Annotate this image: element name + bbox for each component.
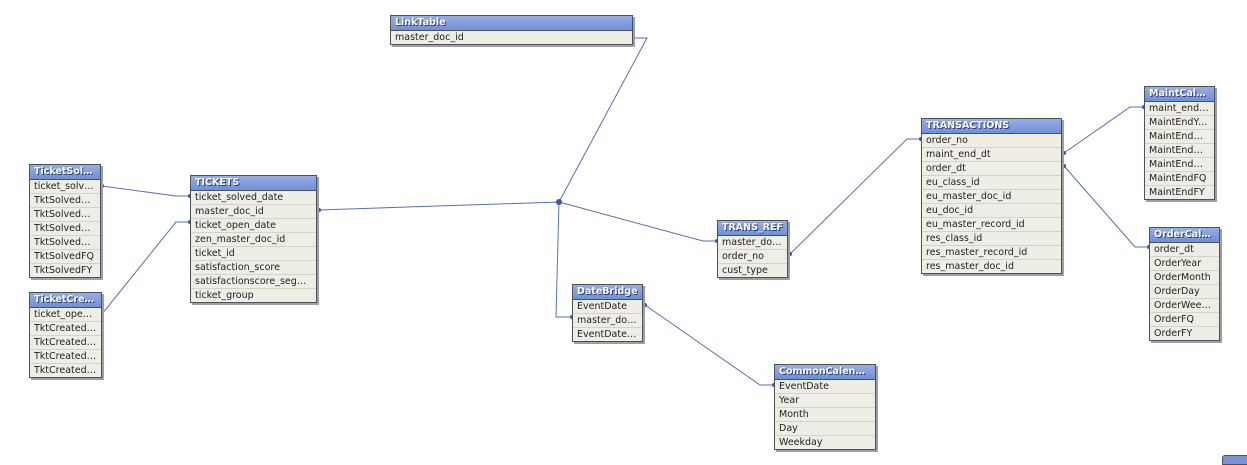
field-row[interactable]: TktSolvedFQ xyxy=(30,250,100,264)
field-row[interactable]: satisfaction_score xyxy=(191,261,316,275)
table-title[interactable]: CommonCalendar xyxy=(775,365,875,380)
field-row[interactable]: res_master_record_id xyxy=(922,246,1061,260)
field-row[interactable]: order_no xyxy=(922,134,1061,148)
link-hub xyxy=(556,199,562,205)
link-hub-linktable xyxy=(558,37,648,203)
field-row[interactable]: TktCreated… xyxy=(30,322,101,336)
field-row[interactable]: zen_master_doc_id xyxy=(191,233,316,247)
field-row[interactable]: cust_type xyxy=(722,265,768,276)
field-row[interactable]: OrderWeek… xyxy=(1150,299,1219,313)
field-row[interactable]: TktCreated… xyxy=(30,336,101,350)
link-ticketsolved-tickets xyxy=(101,185,190,197)
field-row[interactable]: TktSolvedDay xyxy=(30,222,100,236)
field-row[interactable]: eu_master_doc_id xyxy=(922,190,1061,204)
link-ticketcreated-tickets xyxy=(101,221,190,315)
link-hub-tickets xyxy=(318,201,560,211)
field-row[interactable]: OrderDay xyxy=(1150,285,1219,299)
table-title[interactable]: OrderCalen… xyxy=(1150,228,1219,243)
field-row[interactable]: satisfactionscore_segment xyxy=(191,275,316,289)
field-row[interactable]: res_class_id xyxy=(922,232,1061,246)
table-title[interactable]: TicketCrea… xyxy=(30,293,101,308)
field-row[interactable]: maint_end_dt xyxy=(1145,102,1214,116)
field-row[interactable]: master_doc_id xyxy=(395,32,464,43)
link-endpoint xyxy=(100,184,104,188)
field-row[interactable]: TktSolvedM… xyxy=(30,208,100,222)
field-row[interactable]: MaintEndW… xyxy=(1145,158,1214,172)
field-row[interactable]: OrderMonth xyxy=(1150,271,1219,285)
field-row[interactable]: OrderYear xyxy=(1150,257,1219,271)
field-row[interactable]: eu_doc_id xyxy=(922,204,1061,218)
field-row[interactable]: master_doc… xyxy=(718,236,787,250)
link-transactions-ordercalendar xyxy=(1063,165,1149,248)
table-title[interactable]: TRANSACTIONS xyxy=(922,119,1061,134)
table-ordercalendar[interactable]: OrderCalen… order_dt OrderYear OrderMont… xyxy=(1149,227,1220,341)
field-row[interactable]: OrderFQ xyxy=(1150,313,1219,327)
link-endpoint xyxy=(317,208,321,212)
field-row[interactable]: order_dt xyxy=(922,162,1061,176)
field-row[interactable]: eu_class_id xyxy=(922,176,1061,190)
link-hub-datebridge xyxy=(555,201,572,318)
table-title[interactable]: MaintCalen… xyxy=(1145,87,1214,102)
field-row[interactable]: MaintEndM… xyxy=(1145,130,1214,144)
table-commoncalendar[interactable]: CommonCalendar EventDate Year Month Day … xyxy=(774,364,876,450)
field-row[interactable]: Weekday xyxy=(779,437,823,448)
table-ticketcreated[interactable]: TicketCrea… ticket_open… TktCreated… Tkt… xyxy=(29,292,102,378)
field-row[interactable]: MaintEndDay xyxy=(1145,144,1214,158)
table-datebridge[interactable]: DateBridge EventDate master_doc… EventDa… xyxy=(572,284,643,342)
field-row[interactable]: Year xyxy=(775,394,875,408)
field-row[interactable]: res_master_doc_id xyxy=(926,261,1014,272)
table-title[interactable]: DateBridge xyxy=(573,285,642,300)
field-row[interactable]: master_doc… xyxy=(573,314,642,328)
field-row[interactable]: ticket_open… xyxy=(30,308,101,322)
link-endpoint xyxy=(1062,164,1066,168)
field-row[interactable]: Month xyxy=(775,408,875,422)
field-row[interactable]: OrderFY xyxy=(1154,328,1193,339)
corner-tab-button[interactable] xyxy=(1222,455,1247,465)
link-hub-trans_ref xyxy=(558,201,717,242)
field-row[interactable]: ticket_open_date xyxy=(191,219,316,233)
field-row[interactable]: ticket_id xyxy=(191,247,316,261)
field-row[interactable]: MaintEndFY xyxy=(1149,187,1205,198)
link-endpoint xyxy=(1062,151,1066,155)
field-row[interactable]: TktSolvedFY xyxy=(34,265,93,276)
field-row[interactable]: EventDate xyxy=(775,380,875,394)
table-ticketsolved[interactable]: TicketSolv… ticket_solve… TktSolvedY… Tk… xyxy=(29,164,101,278)
field-row[interactable]: order_dt xyxy=(1150,243,1219,257)
table-title[interactable]: TicketSolv… xyxy=(30,165,100,180)
field-row[interactable]: TktSolvedY… xyxy=(30,194,100,208)
field-row[interactable]: ticket_solve… xyxy=(30,180,100,194)
field-row[interactable]: ticket_group xyxy=(195,290,254,301)
field-row[interactable]: EventDate xyxy=(573,300,642,314)
link-group xyxy=(100,36,1151,387)
table-title[interactable]: LinkTable xyxy=(391,16,632,31)
table-transactions[interactable]: TRANSACTIONS order_no maint_end_dt order… xyxy=(921,118,1062,274)
field-row[interactable]: EventDateT… xyxy=(577,329,642,340)
field-row[interactable]: eu_master_record_id xyxy=(922,218,1061,232)
field-row[interactable]: maint_end_dt xyxy=(922,148,1061,162)
table-maintcalendar[interactable]: MaintCalen… maint_end_dt MaintEndYear Ma… xyxy=(1144,86,1215,200)
field-row[interactable]: order_no xyxy=(718,250,787,264)
link-transactions-maintcalendar xyxy=(1063,106,1144,154)
link-datebridge-commoncalendar xyxy=(644,304,774,386)
field-row[interactable]: TktCreated… xyxy=(34,365,97,376)
field-row[interactable]: TktSolvedW… xyxy=(30,236,100,250)
field-row[interactable]: MaintEndFQ xyxy=(1145,172,1214,186)
field-row[interactable]: TktCreated… xyxy=(30,350,101,364)
table-tickets[interactable]: TICKETS ticket_solved_date master_doc_id… xyxy=(190,175,317,303)
link-endpoint xyxy=(643,303,647,307)
field-row[interactable]: ticket_solved_date xyxy=(191,191,316,205)
field-row[interactable]: Day xyxy=(775,422,875,436)
field-row[interactable]: MaintEndYear xyxy=(1145,116,1214,130)
table-linktable[interactable]: LinkTable master_doc_id xyxy=(390,15,633,45)
table-title[interactable]: TRANS_REF xyxy=(718,221,787,236)
table-trans-ref[interactable]: TRANS_REF master_doc… order_no cust_type xyxy=(717,220,788,278)
link-trans_ref-transactions xyxy=(789,138,921,255)
link-endpoint xyxy=(788,252,792,256)
table-title[interactable]: TICKETS xyxy=(191,176,316,191)
field-row[interactable]: master_doc_id xyxy=(191,205,316,219)
